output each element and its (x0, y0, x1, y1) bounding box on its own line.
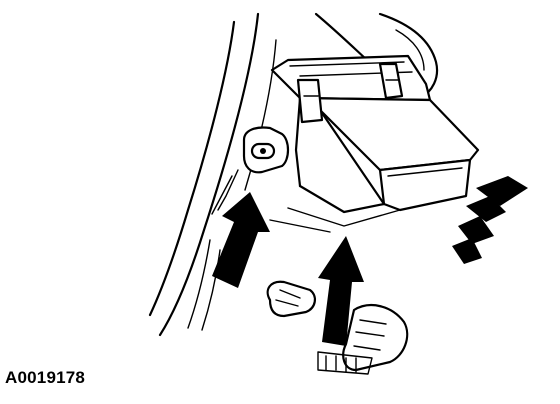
push-arrow-center (318, 236, 364, 346)
instrument-panel-edge (148, 12, 277, 337)
motion-arrows (452, 176, 528, 264)
glove-box (269, 54, 480, 233)
push-arrow-left (212, 192, 270, 288)
hands (266, 280, 409, 375)
glove-box-striker (211, 126, 290, 215)
figure-id-label: A0019178 (5, 368, 86, 387)
